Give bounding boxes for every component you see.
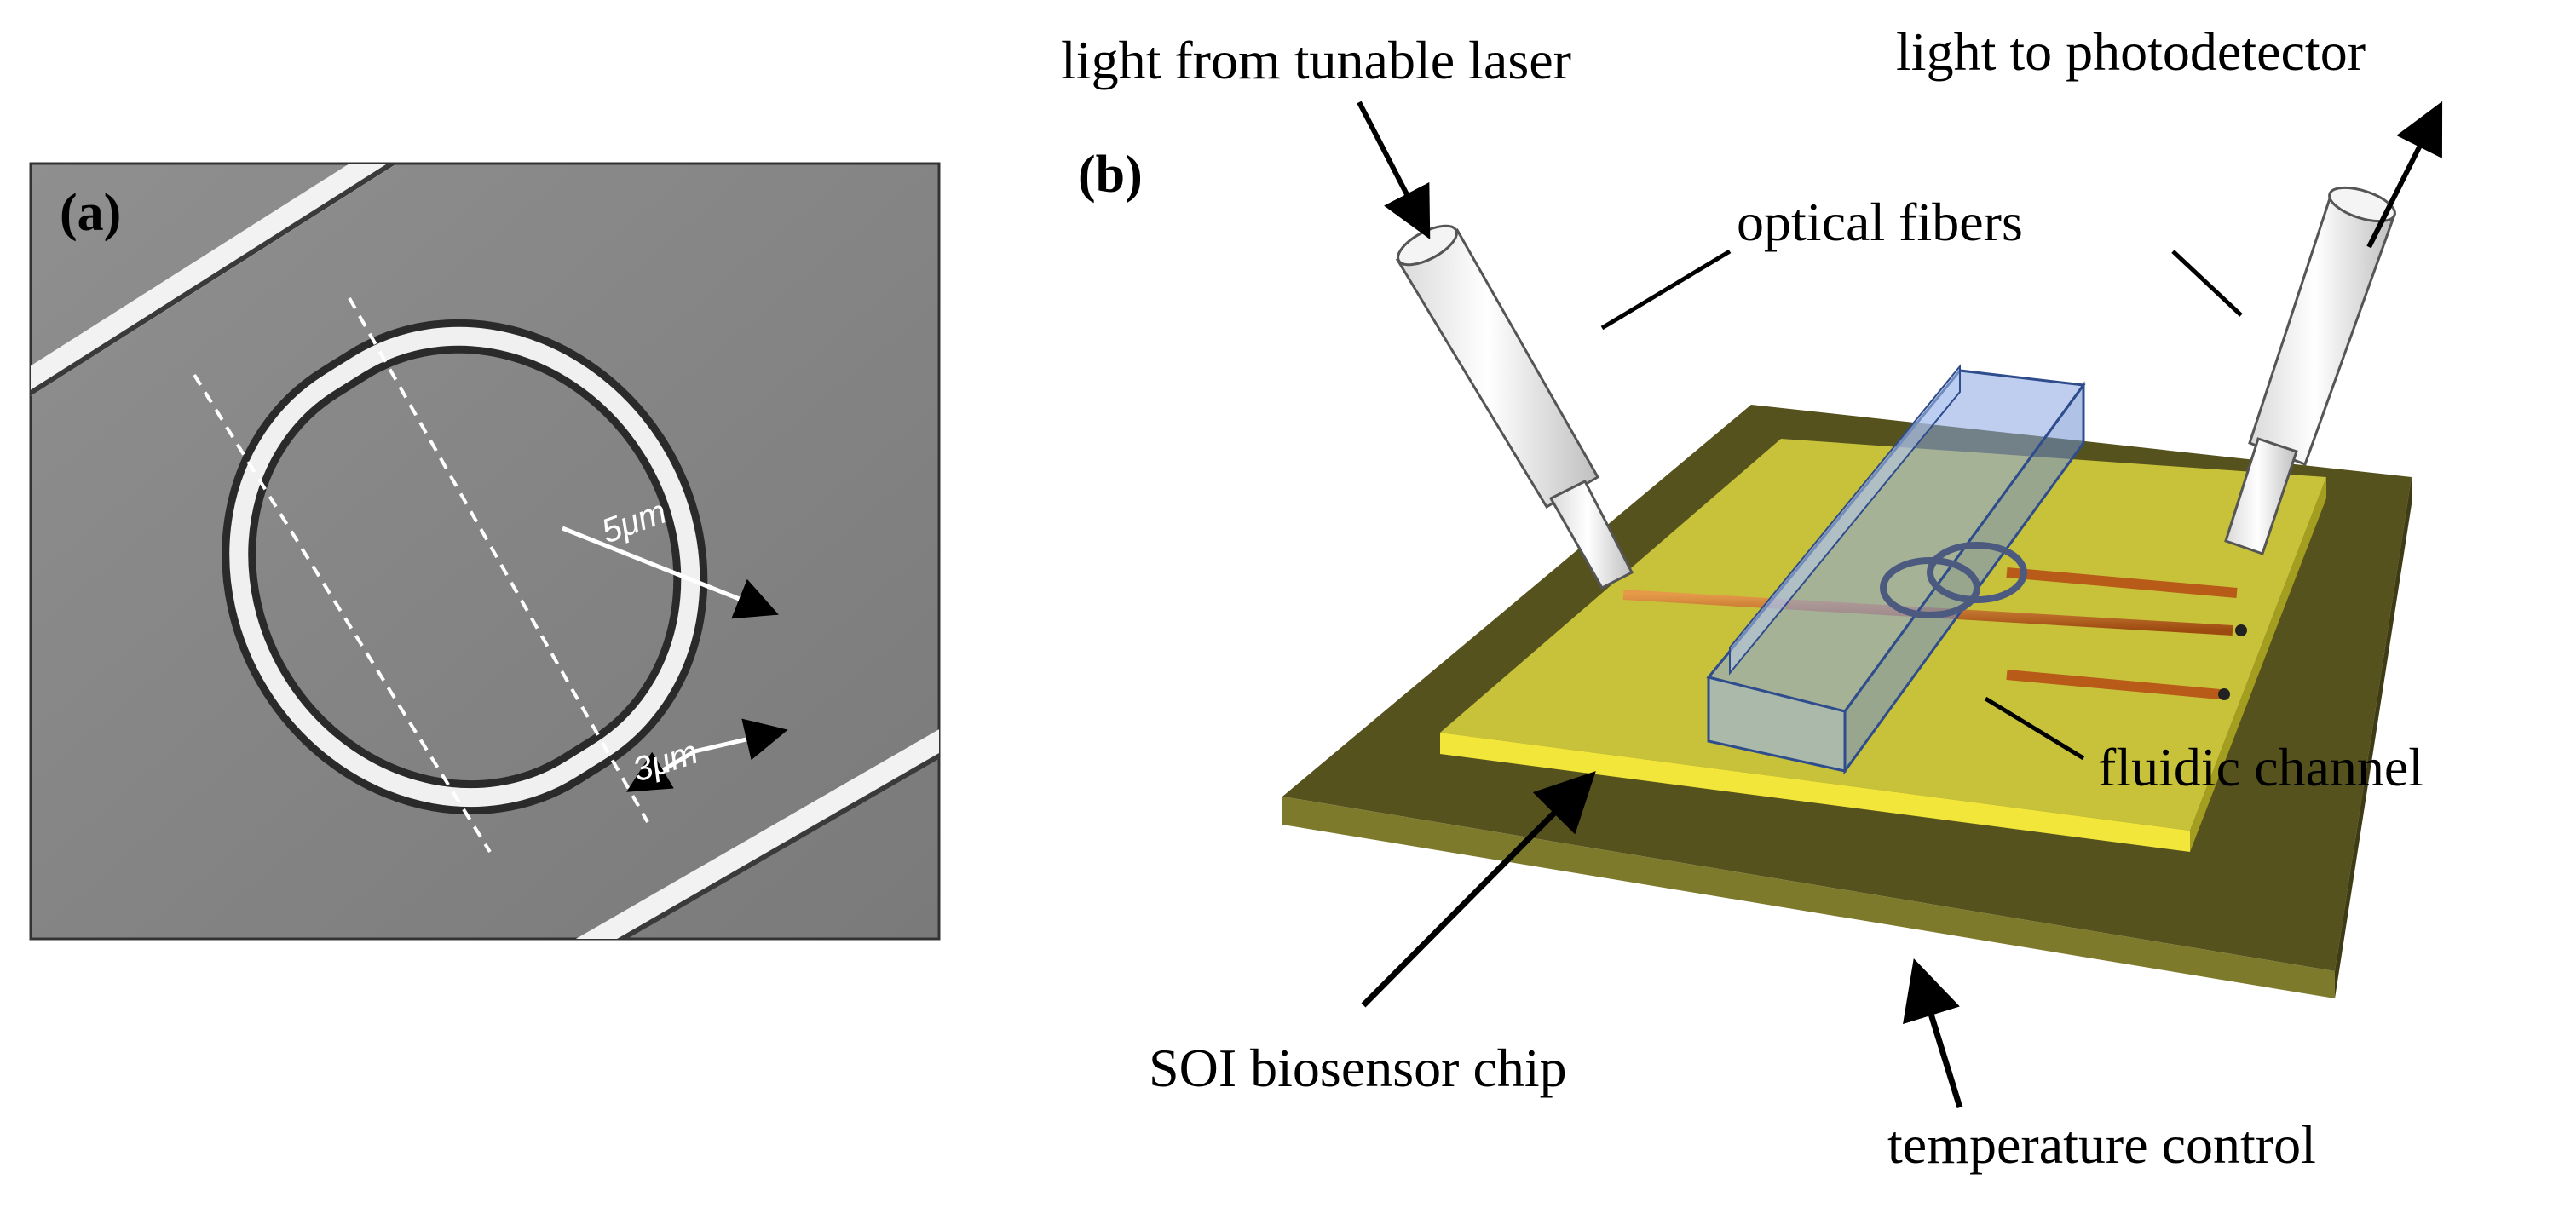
arrow-temp [1903,958,1963,1109]
panel-a-label: (a) [60,184,121,242]
arrow-to-detector [2366,101,2443,249]
label-laser-in: light from tunable laser [1061,30,1571,90]
leader-fibers-left [1600,249,1732,331]
measure-arrow-short-a [694,718,788,761]
label-fluidic-channel: fluidic channel [2098,737,2423,797]
bus-waveguide-top [31,164,398,396]
measure-arrow-short-b [626,749,696,792]
leader-channel [1984,696,2085,761]
measure-arrow-long [562,526,779,619]
input-fiber [1395,224,1634,590]
panel-b-label: (b) [1078,146,1143,204]
racetrack-resonator [222,319,708,815]
panel-b-schematic: (b) [1061,21,2443,1175]
output-fiber [2224,186,2396,555]
arrow-chip [1361,771,1596,1008]
dashed-line-left [193,373,492,854]
fluidic-channel [1706,364,2086,775]
label-optical-fibers: optical fibers [1737,192,2023,252]
label-temperature-control: temperature control [1887,1114,2316,1175]
panel-a-micrograph: (a) 5μm 3μm [29,162,941,941]
dashed-line-right [348,297,649,823]
label-soi-chip: SOI biosensor chip [1149,1038,1567,1098]
label-to-detector: light to photodetector [1896,21,2366,82]
leader-fibers-right [2171,250,2243,317]
arrow-laser-in [1357,101,1431,239]
bus-waveguide-bottom [575,729,939,939]
